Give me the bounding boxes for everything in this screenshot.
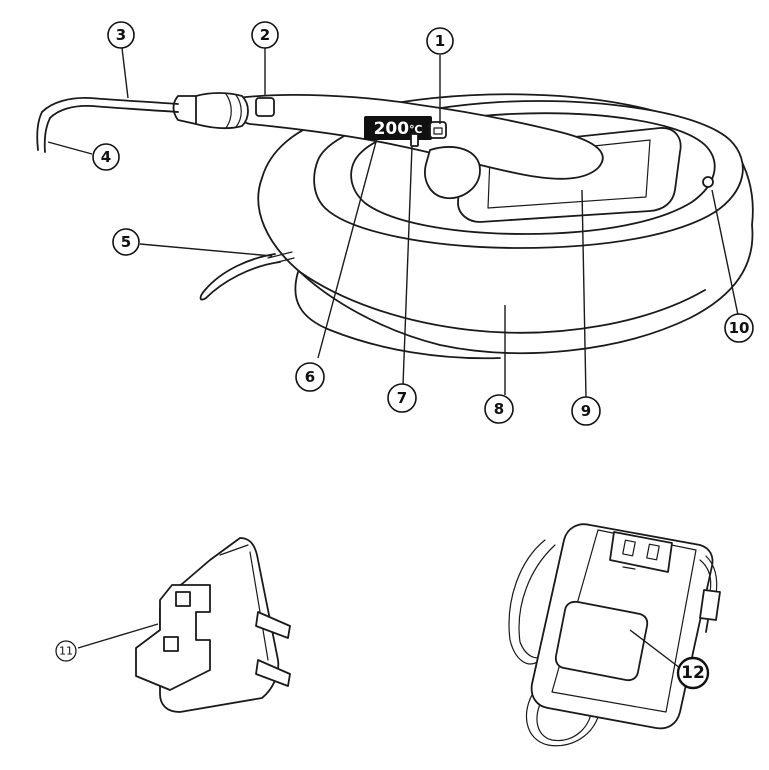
plug-prong-top [255,611,291,639]
callout-4: 4 [92,143,120,171]
svg-text:7: 7 [397,389,407,407]
leader-12 [629,629,681,669]
leader-4 [47,141,93,155]
callout-6: 6 [295,362,325,392]
callout-11: 11 [55,640,77,662]
adapter-plug [135,537,291,713]
callout-1: 1 [426,27,454,55]
callout-5: 5 [112,228,140,256]
leader-6 [317,137,378,359]
svg-text:4: 4 [101,148,111,166]
leader-10 [711,189,739,316]
callout-7: 7 [387,383,417,413]
callout-2: 2 [251,21,279,49]
mode-button [429,121,447,139]
leader-3 [121,47,129,99]
plug-prong-bottom [255,659,291,687]
power-button [255,97,275,117]
svg-text:3: 3 [116,26,126,44]
plug-slot-top [175,591,191,607]
svg-text:8: 8 [494,400,504,418]
svg-text:6: 6 [305,368,315,386]
callout-8: 8 [484,394,514,424]
callout-12: 12 [676,656,710,690]
handpiece: 200℃ [36,92,604,200]
indicator-light [702,176,714,188]
leader-11 [77,623,159,649]
leader-lines [47,47,739,669]
plug-slot-bottom [163,636,179,652]
svg-text:12: 12 [681,663,705,683]
svg-text:5: 5 [121,233,131,251]
svg-text:1: 1 [435,32,445,50]
leader-5 [139,243,273,257]
callout-9: 9 [571,396,601,426]
base-cable [199,251,295,301]
svg-text:11: 11 [59,645,73,658]
power-adapter [508,523,721,747]
svg-text:9: 9 [581,402,591,420]
battery-indicator [410,133,419,147]
callout-3: 3 [107,21,135,49]
svg-text:2: 2 [260,26,270,44]
svg-text:10: 10 [729,319,750,337]
leader-9 [581,189,587,399]
leader-7 [402,145,413,386]
callout-10: 10 [724,313,754,343]
display-value: 200℃ [374,119,423,139]
